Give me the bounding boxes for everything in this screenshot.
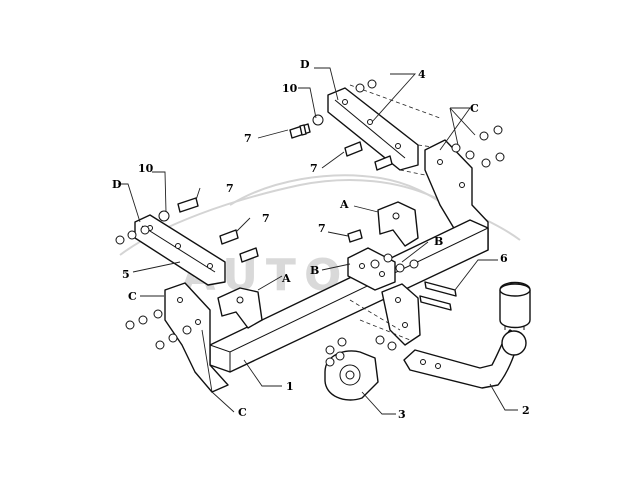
label-a-left: A	[281, 272, 291, 285]
label-c-top: C	[470, 102, 479, 115]
label-1: 1	[286, 380, 294, 393]
label-3: 3	[398, 408, 406, 421]
label-7-left-mid: 7	[262, 212, 270, 225]
ball-mount-hanger	[381, 283, 421, 346]
label-b-right: B	[434, 235, 443, 248]
mount-bracket-a-left	[217, 287, 263, 329]
label-4: 4	[418, 68, 426, 81]
label-6: 6	[500, 252, 508, 265]
socket-plate-3	[324, 350, 379, 401]
ball-mount-2	[403, 318, 527, 389]
leader-lines	[118, 67, 518, 415]
hanger-guide-lines	[349, 299, 411, 341]
label-7-left-high: 7	[226, 182, 234, 195]
label-c-left: C	[128, 290, 137, 303]
mount-bracket-a-right	[377, 201, 419, 247]
upper-bracket-4	[327, 87, 419, 171]
ball-cap	[499, 281, 531, 329]
label-7-upper-left: 7	[244, 132, 252, 145]
label-b-left: B	[310, 264, 319, 277]
label-2: 2	[522, 404, 530, 417]
watermark-car-roof	[229, 174, 446, 206]
label-7-center: 7	[318, 222, 326, 235]
label-10-left: 10	[138, 162, 154, 175]
nuts-and-washers	[115, 79, 505, 367]
label-c-bottom: C	[238, 406, 247, 419]
bolts	[177, 123, 457, 311]
label-a-right: A	[339, 198, 349, 211]
callout-labels: D 10 4 C 7 7 10 D 7 7 A 7 B B A 6 5 C C …	[112, 58, 530, 421]
left-side-plate	[164, 282, 229, 393]
label-7-upper-mid: 7	[310, 162, 318, 175]
plate-b	[347, 247, 396, 291]
label-10-top: 10	[282, 82, 298, 95]
label-d-left: D	[112, 178, 122, 191]
label-d-top: D	[300, 58, 310, 71]
label-5: 5	[122, 268, 130, 281]
